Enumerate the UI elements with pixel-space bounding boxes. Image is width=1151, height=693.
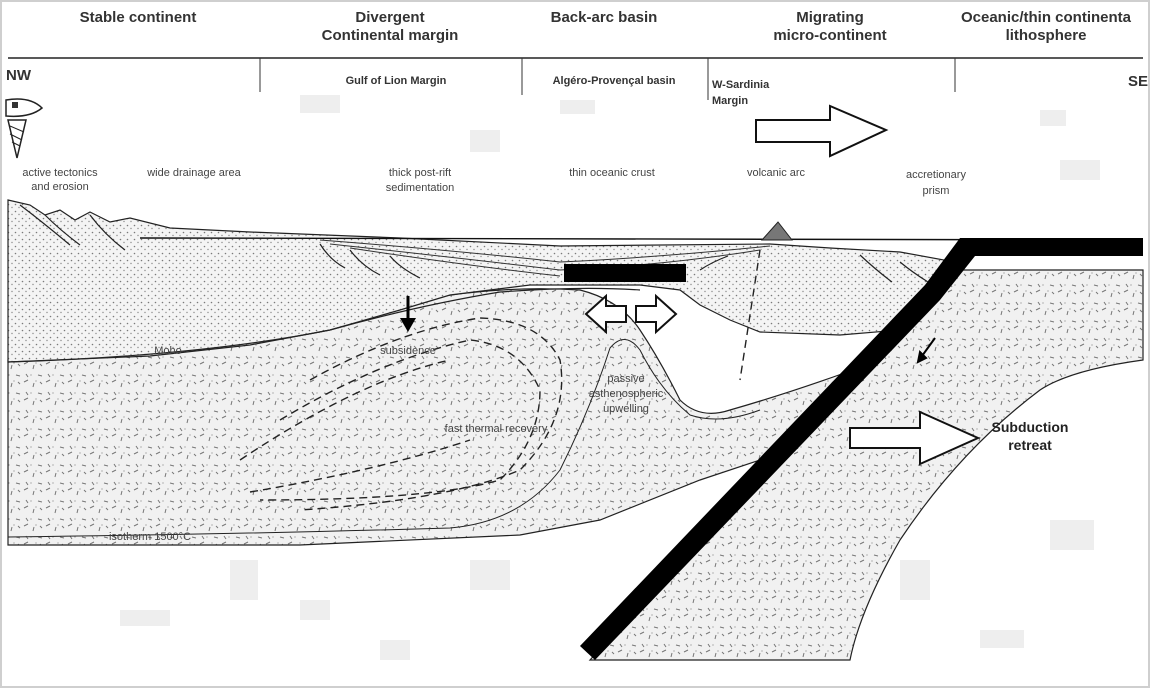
label-moho: Moho: [154, 345, 182, 357]
header-back-arc-basin: Back-arc basin: [551, 9, 658, 26]
oceanic-crust: [564, 264, 686, 282]
label-oceanic-crust: thin oceanic crust: [569, 167, 655, 179]
direction-se: SE: [1128, 73, 1148, 90]
label-volcanic-arc: volcanic arc: [747, 167, 806, 179]
label-thermal-recovery: fast thermal recovery: [445, 423, 548, 435]
label-isotherm: isotherm 1500°C: [109, 531, 191, 543]
direction-nw: NW: [6, 67, 32, 84]
subheader-gulf-of-lion: Gulf of Lion Margin: [346, 75, 447, 87]
header-stable-continent: Stable continent: [80, 9, 197, 26]
subheader-algero-provencal: Algéro-Provençal basin: [553, 75, 676, 87]
label-subsidence: subsidence: [380, 345, 436, 357]
label-drainage-area: wide drainage area: [146, 167, 241, 179]
